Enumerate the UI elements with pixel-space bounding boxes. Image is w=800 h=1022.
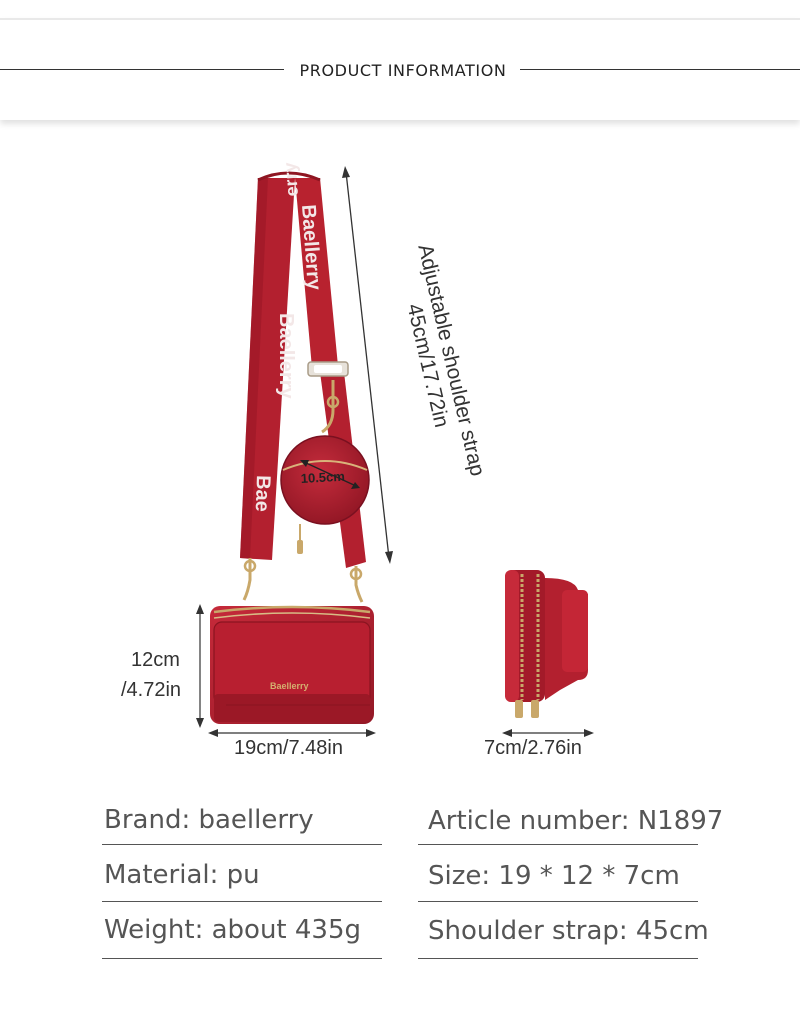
main-bag-front — [210, 605, 374, 724]
spec-divider — [102, 844, 382, 845]
height-cm-label: 12cm — [131, 649, 180, 671]
spec-article-number: Article number: N1897 — [428, 806, 724, 836]
width-arrow — [208, 729, 376, 737]
strap-brand-text: Bae — [251, 475, 274, 512]
strap-brand-text: Baellerry — [297, 204, 325, 292]
height-arrow — [196, 604, 204, 728]
shoulder-strap — [240, 171, 366, 568]
bag-brand-plate: Baellerry — [270, 681, 309, 691]
strap-brand-text: Baellerry — [275, 313, 297, 399]
header-rule-left — [0, 69, 284, 70]
spec-size: Size: 19 * 12 * 7cm — [428, 861, 680, 891]
depth-arrow — [502, 729, 594, 737]
height-in-label: /4.72in — [121, 679, 182, 701]
width-label: 19cm/7.48in — [234, 737, 343, 759]
depth-label: 7cm/2.76in — [484, 737, 582, 759]
spec-divider — [418, 844, 698, 845]
product-illustration: Baellerry Baellerry Bae erry 10.5cm Bael… — [196, 162, 594, 737]
spec-divider — [102, 901, 382, 902]
strap-brand-text: erry — [280, 162, 302, 197]
spec-material: Material: pu — [104, 860, 260, 890]
spec-divider — [418, 958, 698, 959]
strap-length-arrow — [342, 166, 393, 564]
spec-divider — [418, 901, 698, 902]
page-title: PRODUCT INFORMATION — [299, 61, 507, 80]
spec-divider — [102, 958, 382, 959]
header-rule-right — [520, 69, 800, 70]
bag-side-view — [505, 570, 588, 718]
spec-shoulder-strap: Shoulder strap: 45cm — [428, 916, 709, 946]
spec-brand: Brand: baellerry — [104, 805, 314, 835]
coin-purse — [280, 435, 370, 554]
spec-weight: Weight: about 435g — [104, 915, 362, 945]
coin-purse-size-label: 10.5cm — [300, 469, 345, 486]
